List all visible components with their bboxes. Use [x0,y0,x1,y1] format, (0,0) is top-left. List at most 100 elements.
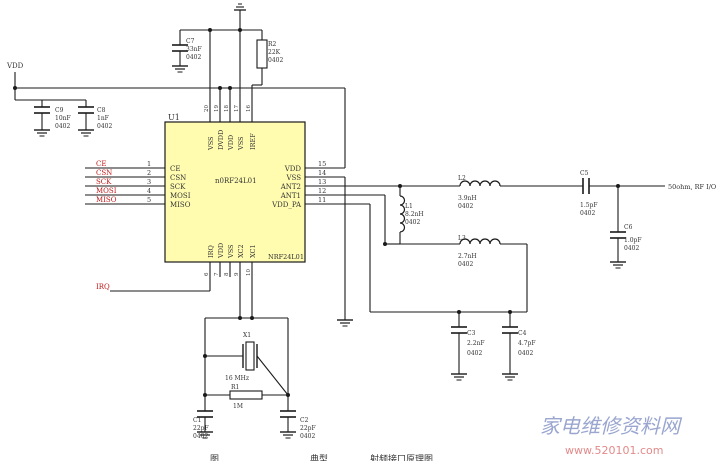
resistor-r2 [256,39,268,69]
c2-ref: C2 [300,417,309,424]
pin-num-2: 2 [147,169,151,177]
c7-pkg: 0402 [186,54,201,61]
pin-num-19: 19 [214,105,220,112]
net-label-miso: MISO [96,196,117,204]
l3-ref: L3 [458,235,466,242]
chip-left-pin-names: CE CSN SCK MOSI MISO [170,165,191,209]
pin-num-4: 4 [147,187,151,195]
ground-c8 [77,129,95,137]
r2-val: 22K [268,49,281,56]
pin-name-xc2: XC2 [237,244,245,258]
ground-top [234,3,246,11]
pin-name-xc1: XC1 [249,244,257,258]
pin-name-top-dvdd: DVDD [217,130,225,150]
pin-name-top-vss: VSS [207,137,215,152]
net-label-irq: IRQ [96,283,110,291]
figure-caption-right: 射频接口原理图 [370,453,433,461]
pin-num-13: 13 [318,178,326,186]
c3-pkg: 0402 [467,350,482,357]
chip-right-pin-nums: 15 14 13 12 11 [318,160,326,204]
capacitor-c1 [197,410,213,418]
net-label-rfio: 50ohm, RF I/O [668,183,716,191]
c4-ref: C4 [518,330,527,337]
pin-name-vdd: VDD [284,165,302,173]
r1-val: 1M [233,403,243,410]
c9-pkg: 0402 [55,123,70,130]
pin-name-ant1: ANT1 [280,192,301,200]
inductor-l2 [459,180,501,187]
net-label-ce: CE [96,160,106,168]
chip-bottom-pin-nums: 6 7 8 9 10 [204,269,252,276]
pin-name-miso: MISO [170,201,191,209]
pin-num-10: 10 [246,269,252,276]
c6-ref: C6 [624,224,633,231]
chip-part-center: n0RF24L01 [215,177,257,185]
capacitor-c2 [280,410,296,418]
net-label-vdd: VDD [6,62,24,70]
x1-ref: X1 [243,332,251,339]
chip-bottom-pin-names: IRQ VDD VSS XC2 XC1 [207,243,257,259]
pin-name-vss: VSS [285,174,301,182]
pin-num-15: 15 [318,160,326,168]
c4-pkg: 0402 [518,350,533,357]
l3-pkg: 0402 [458,261,473,268]
figure-caption-prefix: 图 [210,454,219,461]
junctions [13,28,620,397]
pin-name-ce: CE [170,165,180,173]
c2-val: 22pF [300,425,316,432]
c3-ref: C3 [467,330,476,337]
c8-pkg: 0402 [97,123,112,130]
x1-val: 16 MHz [225,375,249,382]
c1-ref: C1 [193,417,201,424]
pin-num-9: 9 [234,272,240,276]
capacitor-c5 [582,178,590,194]
pin-name-bot-vss: VSS [227,245,235,260]
net-label-sck: SCK [96,178,112,186]
pin-name-ant2: ANT2 [280,183,301,191]
pin-name-irq: IRQ [207,245,215,258]
pin-name-bot-vdd: VDD [217,243,225,259]
capacitor-c4 [502,326,518,334]
pin-name-top-vdd: VDD [227,135,235,151]
pin-num-5: 5 [147,196,151,204]
pin-num-17: 17 [234,105,240,112]
c5-pkg: 0402 [580,210,595,217]
r2-pkg: 0402 [268,57,283,64]
pin-name-mosi: MOSI [170,192,191,200]
chip-designator: U1 [168,113,180,122]
c1-val: 22pF [193,425,209,432]
c9-val: 10nF [55,115,71,122]
resistor-r1 [229,390,263,400]
crystal-x1 [242,341,258,371]
l2-ref: L2 [458,175,466,182]
pin-num-1: 1 [147,160,151,168]
pin-name-top-iref: IREF [249,133,257,150]
pin-name-sck: SCK [170,183,186,191]
c7-ref: C7 [186,38,195,45]
pin-name-vdd-pa: VDD_PA [271,201,302,209]
c3-val: 2.2nF [467,340,485,347]
ground-c3 [450,373,468,381]
pin-num-6: 6 [204,272,210,276]
net-label-csn: CSN [96,169,112,177]
capacitor-c3 [451,326,467,334]
ground-c9 [33,129,51,137]
inductor-l3 [459,238,501,245]
watermark-cn: 家电维修资料网 [540,414,683,438]
pin-num-7: 7 [214,272,220,276]
pin-name-top-vss2: VSS [237,137,245,152]
l3-val: 2.7nH [458,253,477,260]
pin-num-11: 11 [318,196,326,204]
net-label-mosi: MOSI [96,187,117,195]
l2-pkg: 0402 [458,203,473,210]
r2-ref: R2 [268,41,277,48]
c6-val: 1.0pF [624,237,642,244]
c4-val: 4.7pF [518,340,536,347]
pin-num-8: 8 [224,272,230,276]
c5-ref: C5 [580,170,589,177]
chip-pin-stubs [209,114,253,122]
l1-val: 8.2nH [405,211,424,218]
inductor-l1 [399,195,406,233]
pin-name-csn: CSN [170,174,186,182]
chip-top-pin-names: VSS DVDD VDD VSS IREF [207,130,257,151]
